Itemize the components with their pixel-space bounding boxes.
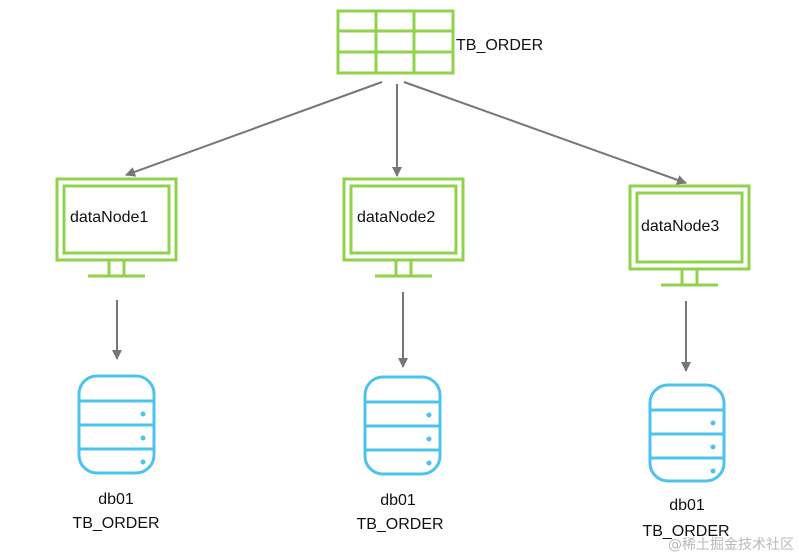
monitor-icon xyxy=(55,177,178,278)
db-name-label: db01 xyxy=(380,492,416,509)
database-icon xyxy=(363,375,442,476)
datanode3-label: dataNode3 xyxy=(641,218,719,235)
datanode3-group: dataNode3 db01 TB_ORDER xyxy=(628,184,751,540)
datanode1-label: dataNode1 xyxy=(70,209,148,226)
datanode2-label: dataNode2 xyxy=(357,209,435,226)
database-icon xyxy=(77,374,156,475)
db-table-label: TB_ORDER xyxy=(72,515,159,532)
monitor-icon xyxy=(342,177,465,278)
table-to-node-arrows xyxy=(125,81,687,185)
db-name-label: db01 xyxy=(98,491,134,508)
monitor-icon xyxy=(628,184,751,287)
db-table-label: TB_ORDER xyxy=(642,523,729,540)
db-table-label: TB_ORDER xyxy=(356,516,443,533)
datanode2-group: dataNode2 db01 TB_ORDER xyxy=(342,177,465,533)
arrow-to-datanode3 xyxy=(403,81,687,185)
table-label: TB_ORDER xyxy=(456,37,543,54)
datanode1-group: dataNode1 db01 TB_ORDER xyxy=(55,177,178,532)
db-name-label: db01 xyxy=(669,497,705,514)
arrow-to-datanode1 xyxy=(125,81,383,177)
watermark: @稀土掘金技术社区 xyxy=(668,537,794,553)
database-icon xyxy=(648,383,726,483)
table-grid-icon xyxy=(336,9,455,75)
